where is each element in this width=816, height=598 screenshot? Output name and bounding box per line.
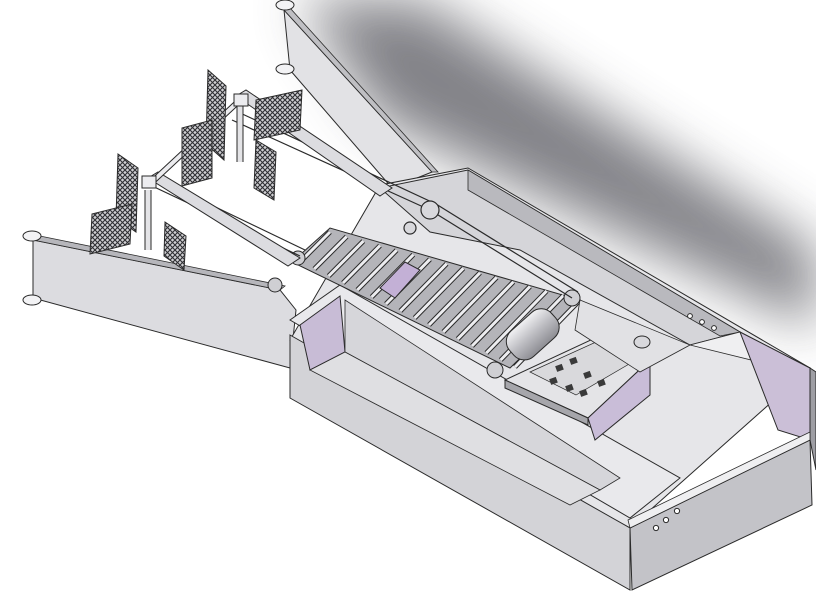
conveyor-slat [399,262,448,313]
mesh-paddle [89,203,133,255]
drop-shadow [300,0,816,330]
tray-hole [579,388,588,397]
conveyor-slat [413,267,465,320]
bolt-hole [662,516,670,524]
conveyor-slat [456,280,515,341]
mesh-paddle [253,89,303,141]
bolt-hole [673,507,681,515]
paddle-rotor [89,68,393,271]
belt-guard [379,261,421,299]
conveyor-slat [427,271,482,327]
tray-hole [555,363,564,372]
wing-foot-3 [22,230,42,242]
mesh-paddle [253,139,277,201]
tray-hole [583,370,592,379]
conveyor-slat [470,285,532,348]
sprocket [486,361,504,379]
dump-tray [503,337,651,441]
collection-box [289,284,681,519]
tray-hole [549,376,558,385]
wing-foot-4 [22,294,42,306]
bolt-hole [711,325,717,331]
conveyor-slat [485,289,548,355]
lower-guide-wing [22,230,297,369]
conveyor-slat [356,249,398,292]
conveyor-slat [341,244,382,285]
conveyor-slat [313,235,348,271]
head-roller [505,308,560,361]
mesh-paddle [163,221,187,271]
bolt-hole [699,319,705,325]
wing-foot-2 [275,63,295,75]
tray-hole [569,356,578,365]
mesh-paddle [181,119,213,187]
tray-hole [565,383,574,392]
bolt-hole [652,524,660,532]
tray-hole [597,378,606,387]
conveyor-slat [327,240,365,278]
conveyor-slat [442,276,498,334]
rear-roller [633,335,651,349]
upper-guide-wing [275,0,439,189]
wing-foot-1 [275,0,295,11]
rotor-hub [233,93,249,107]
sprocket [267,277,283,293]
rotor-hub [141,175,157,189]
bolt-hole [687,313,693,319]
